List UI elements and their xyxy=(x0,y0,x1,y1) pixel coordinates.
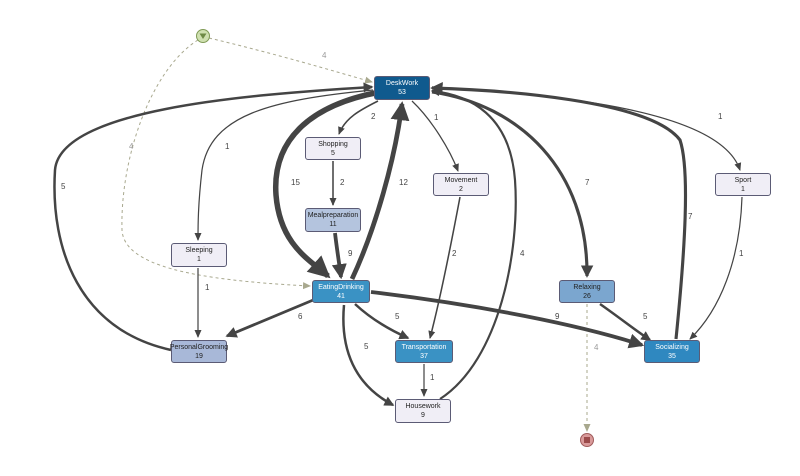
node-count: 1 xyxy=(741,185,745,193)
node-sleeping[interactable]: Sleeping 1 xyxy=(171,243,227,267)
edge-movement-transportation[interactable] xyxy=(428,196,461,339)
edge-label-start-eatingdrinking: 4 xyxy=(129,142,134,151)
edge-deskwork-movement[interactable] xyxy=(411,100,459,172)
node-label: Socializing xyxy=(655,343,689,351)
edge-label-mealpreparation-eatingdrinking: 9 xyxy=(348,249,353,258)
edge-housework-deskwork[interactable] xyxy=(430,87,517,400)
node-sport[interactable]: Sport 1 xyxy=(715,173,771,196)
end-node[interactable] xyxy=(580,433,594,447)
edge-label-personalgrooming-deskwork: 5 xyxy=(61,182,66,191)
node-count: 2 xyxy=(459,185,463,193)
node-label: Housework xyxy=(405,403,441,410)
node-transportation[interactable]: Transportation 37 xyxy=(395,340,453,363)
edge-personalgrooming-deskwork[interactable] xyxy=(53,82,374,352)
edge-label-eatingdrinking-personalgrooming: 6 xyxy=(298,312,303,321)
edge-label-relaxing-socializing: 5 xyxy=(643,312,648,321)
node-relaxing[interactable]: Relaxing 26 xyxy=(559,280,615,303)
start-node[interactable] xyxy=(196,29,210,43)
edge-label-eatingdrinking-deskwork: 12 xyxy=(399,178,408,187)
edge-eatingdrinking-deskwork[interactable] xyxy=(349,101,410,281)
node-count: 19 xyxy=(195,352,203,360)
edge-label-socializing-deskwork: 7 xyxy=(688,212,693,221)
node-movement[interactable]: Movement 2 xyxy=(433,173,489,196)
node-mealpreparation[interactable]: Mealpreparation 11 xyxy=(305,208,361,232)
node-count: 26 xyxy=(583,292,591,300)
node-housework[interactable]: Housework 9 xyxy=(395,399,451,423)
node-count: 9 xyxy=(421,412,425,419)
node-count: 37 xyxy=(420,352,428,360)
edge-eatingdrinking-housework[interactable] xyxy=(342,304,395,407)
edge-label-housework-deskwork: 4 xyxy=(520,249,525,258)
edge-eatingdrinking-personalgrooming[interactable] xyxy=(225,296,319,338)
edge-relaxing-socializing[interactable] xyxy=(599,302,652,342)
edge-deskwork-sport[interactable] xyxy=(431,86,742,171)
edge-label-deskwork-movement: 1 xyxy=(434,113,439,122)
edge-label-deskwork-relaxing: 7 xyxy=(585,178,590,187)
edge-label-relaxing-end: 4 xyxy=(594,343,599,352)
node-label: Mealpreparation xyxy=(307,212,359,219)
edge-label-deskwork-sport: 1 xyxy=(718,112,723,121)
edge-start-eatingdrinking[interactable] xyxy=(121,39,311,290)
node-label: EatingDrinking xyxy=(318,283,364,291)
stop-square-icon xyxy=(584,437,590,443)
edge-start-deskwork[interactable] xyxy=(208,37,373,84)
node-shopping[interactable]: Shopping 5 xyxy=(305,137,361,160)
edge-label-deskwork-eatingdrinking: 15 xyxy=(291,178,300,187)
edge-eatingdrinking-socializing[interactable] xyxy=(370,290,645,349)
edge-label-shopping-mealpreparation: 2 xyxy=(340,178,345,187)
node-label: PersonalGrooming xyxy=(169,343,229,351)
edge-mealpreparation-eatingdrinking[interactable] xyxy=(331,232,347,280)
node-deskwork[interactable]: DeskWork 53 xyxy=(374,76,430,100)
edge-deskwork-sleeping[interactable] xyxy=(194,89,374,241)
edge-label-eatingdrinking-socializing: 9 xyxy=(555,312,560,321)
edge-label-sleeping-personalgrooming: 1 xyxy=(205,283,210,292)
edge-label-movement-transportation: 2 xyxy=(452,249,457,258)
node-count: 35 xyxy=(668,352,676,360)
node-label: DeskWork xyxy=(385,80,419,87)
node-count: 1 xyxy=(197,256,201,263)
node-personalgrooming[interactable]: PersonalGrooming 19 xyxy=(169,340,229,363)
edge-deskwork-shopping[interactable] xyxy=(338,100,379,135)
edge-label-deskwork-shopping: 2 xyxy=(371,112,376,121)
edge-eatingdrinking-transportation[interactable] xyxy=(354,303,410,340)
node-label: Sleeping xyxy=(185,247,213,254)
edge-label-eatingdrinking-housework: 5 xyxy=(364,342,369,351)
node-label: Transportation xyxy=(401,343,447,351)
node-label: Shopping xyxy=(318,140,348,148)
edge-label-eatingdrinking-transportation: 5 xyxy=(395,312,400,321)
edge-label-deskwork-sleeping: 1 xyxy=(225,142,230,151)
edge-label-sport-socializing: 1 xyxy=(739,249,744,258)
node-label: Sport xyxy=(734,176,752,184)
edge-deskwork-eatingdrinking[interactable] xyxy=(273,89,381,279)
node-eatingdrinking[interactable]: EatingDrinking 41 xyxy=(312,280,370,303)
edge-label-transportation-housework: 1 xyxy=(430,373,435,382)
edge-label-start-deskwork: 4 xyxy=(322,51,327,60)
node-socializing[interactable]: Socializing 35 xyxy=(644,340,700,363)
node-count: 41 xyxy=(337,292,345,300)
node-label: Relaxing xyxy=(573,283,601,291)
node-label: Movement xyxy=(444,176,478,184)
node-count: 11 xyxy=(329,221,337,228)
node-count: 53 xyxy=(398,89,406,96)
edge-socializing-deskwork[interactable] xyxy=(430,82,688,340)
node-count: 5 xyxy=(331,149,335,157)
play-down-triangle-icon xyxy=(199,33,207,39)
edge-sport-socializing[interactable] xyxy=(689,196,743,340)
